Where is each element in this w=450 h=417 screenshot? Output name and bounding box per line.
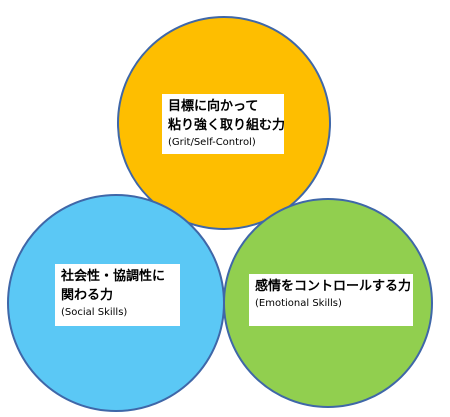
grit-label-line-1: 目標に向かって (168, 99, 259, 114)
social-label-line-1: 社会性・協調性に (61, 269, 166, 284)
emotional-label-subtitle: (Emotional Skills) (255, 298, 342, 309)
social-label-line-2: 関わる力 (61, 288, 114, 303)
emotional-label-box: 感情をコントロールする力 (Emotional Skills) (249, 274, 413, 326)
grit-label-subtitle: (Grit/Self-Control) (168, 137, 256, 148)
grit-label-line-2: 粘り強く取り組む力 (168, 118, 286, 133)
grit-label-box: 目標に向かって 粘り強く取り組む力 (Grit/Self-Control) (162, 94, 286, 154)
social-label-subtitle: (Social Skills) (61, 307, 128, 318)
emotional-label-line-1: 感情をコントロールする力 (255, 279, 412, 294)
social-label-box: 社会性・協調性に 関わる力 (Social Skills) (55, 264, 180, 326)
